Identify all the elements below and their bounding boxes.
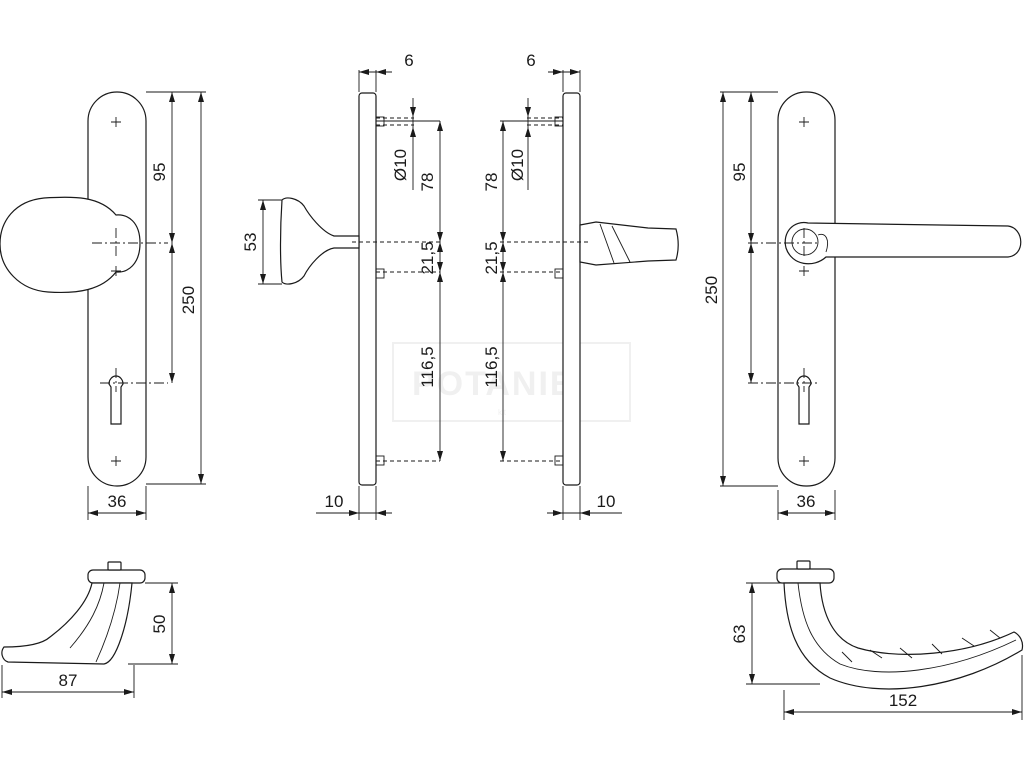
dim-21-5: 21,5	[482, 241, 501, 274]
dim-10: 10	[597, 492, 616, 511]
sleeve	[554, 455, 564, 466]
keyhole	[108, 375, 124, 425]
sleeve	[554, 116, 564, 127]
lever	[784, 221, 1022, 265]
sleeve	[375, 268, 385, 279]
front-view-lever: 95 250 36	[702, 91, 1022, 520]
dim-116-5: 116,5	[418, 346, 437, 387]
dim-d10: Ø10	[508, 149, 527, 181]
spindle	[107, 561, 122, 571]
backplate	[777, 91, 836, 487]
dim-6: 6	[526, 51, 535, 70]
dim-250: 250	[702, 276, 721, 304]
dim-50: 50	[150, 615, 169, 634]
svg-text:kit: kit	[498, 408, 507, 417]
rosette	[87, 569, 146, 584]
sleeve	[375, 116, 385, 127]
dim-53: 53	[241, 233, 260, 252]
profile-view-lever: 63 152	[730, 560, 1024, 720]
lever-side	[579, 221, 679, 266]
watermark: POTANIE kit	[392, 342, 631, 422]
side-view-knob: 6 Ø10 78 21,5 116,5 53 10	[241, 51, 443, 520]
knob-side	[279, 197, 360, 285]
dim-95: 95	[150, 163, 169, 182]
profile-view-knob: 50 87	[1, 561, 178, 698]
dim-21-5: 21,5	[418, 241, 437, 274]
dim-36: 36	[108, 492, 127, 511]
keyhole	[796, 375, 812, 425]
dim-152: 152	[889, 691, 917, 710]
sleeve	[554, 268, 564, 279]
spindle	[796, 560, 811, 570]
backplate	[87, 91, 147, 487]
dim-63: 63	[730, 625, 749, 644]
dim-d10: Ø10	[391, 149, 410, 181]
side-view-lever: 6 Ø10 78 21,5 116,5 10	[482, 51, 679, 520]
front-view-knob: 95 250 36	[0, 91, 206, 520]
svg-text:POTANIE: POTANIE	[412, 365, 575, 403]
dim-78: 78	[482, 173, 501, 192]
lever-profile	[1, 582, 133, 665]
dim-250: 250	[179, 286, 198, 314]
side-plate	[562, 92, 581, 486]
sleeve	[375, 455, 385, 466]
dim-87: 87	[59, 671, 78, 690]
dim-6: 6	[404, 51, 413, 70]
dim-10: 10	[325, 492, 344, 511]
dim-36: 36	[797, 492, 816, 511]
dim-78: 78	[418, 173, 437, 192]
dim-116-5: 116,5	[482, 346, 501, 387]
rosette	[776, 568, 835, 584]
lever-profile	[783, 582, 1024, 690]
dim-95: 95	[730, 163, 749, 182]
side-plate	[358, 92, 377, 486]
